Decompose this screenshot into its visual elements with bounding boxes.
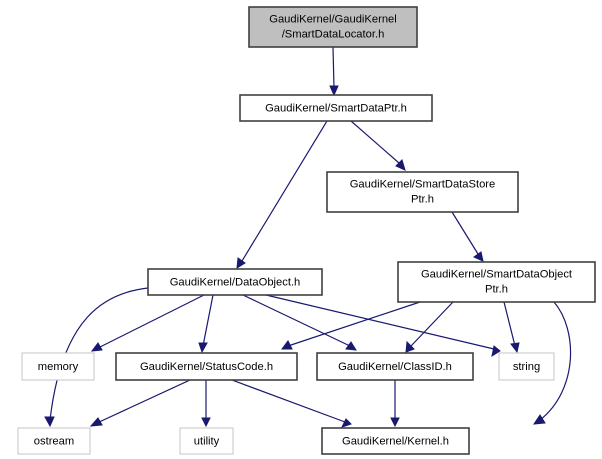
edge-line (410, 301, 454, 347)
edge-line (503, 301, 516, 347)
node-label: GaudiKernel/DataObject.h (170, 276, 301, 288)
node-label: /SmartDataLocator.h (282, 28, 385, 40)
node-box[interactable] (115, 352, 298, 381)
arrowhead-icon (329, 85, 339, 97)
node-statuscode[interactable]: GaudiKernel/StatusCode.h (115, 352, 298, 381)
edge-smartdataobjectptr-to-kernel (533, 301, 572, 425)
node-box[interactable] (321, 427, 470, 455)
node-memory[interactable]: memory (21, 352, 95, 381)
edge-line (242, 294, 351, 347)
arrowhead-icon (491, 345, 501, 358)
edge-line (202, 294, 214, 347)
node-box[interactable] (397, 261, 596, 303)
node-box[interactable] (17, 427, 91, 455)
edge-dataobject-to-string (265, 294, 501, 358)
node-label: GaudiKernel/SmartDataStore (350, 178, 496, 190)
node-box[interactable] (21, 352, 95, 381)
edge-statuscode-to-kernel (231, 379, 352, 428)
edge-smartdataobjectptr-to-statuscode (281, 301, 421, 350)
node-smartdatalocator[interactable]: GaudiKernel/GaudiKernel/SmartDataLocator… (248, 6, 418, 48)
edge-smartdataptr-to-smartdatastoreptr (350, 120, 406, 171)
arrowhead-icon (405, 340, 415, 353)
arrowhead-icon (345, 341, 357, 351)
arrowhead-icon (533, 414, 546, 425)
node-classid[interactable]: GaudiKernel/ClassID.h (316, 352, 474, 381)
edge-statuscode-to-utility (201, 380, 211, 428)
edge-line (539, 301, 572, 421)
edge-line (49, 287, 149, 421)
node-box[interactable] (248, 6, 418, 48)
arrowhead-icon (90, 342, 103, 352)
node-box[interactable] (326, 171, 519, 213)
edge-line (96, 379, 191, 424)
edge-smartdataobjectptr-to-classid (405, 301, 454, 353)
edge-smartdatastoreptr-to-smartdataobjectptr (451, 211, 484, 262)
node-box[interactable] (147, 268, 323, 296)
node-box[interactable] (498, 352, 555, 381)
node-smartdataptr[interactable]: GaudiKernel/SmartDataPtr.h (239, 94, 433, 122)
edge-line (350, 120, 400, 164)
arrowhead-icon (281, 340, 293, 350)
arrowhead-icon (44, 416, 55, 428)
edge-dataobject-to-memory (90, 294, 205, 352)
edge-dataobject-to-ostream (44, 287, 149, 428)
node-label: GaudiKernel/SmartDataObject (421, 268, 573, 280)
edge-line (332, 46, 335, 89)
node-label: GaudiKernel/GaudiKernel (269, 13, 397, 25)
node-dataobject[interactable]: GaudiKernel/DataObject.h (147, 268, 323, 296)
node-ostream[interactable]: ostream (17, 427, 91, 455)
node-label: Ptr.h (485, 283, 508, 295)
node-label: GaudiKernel/Kernel.h (342, 435, 449, 447)
node-box[interactable] (316, 352, 474, 381)
edge-classid-to-kernel (390, 380, 400, 428)
edge-statuscode-to-ostream (89, 379, 191, 427)
edge-dataobject-to-classid (242, 294, 357, 351)
node-kernel[interactable]: GaudiKernel/Kernel.h (321, 427, 470, 455)
arrowhead-icon (236, 257, 246, 269)
arrowhead-icon (89, 417, 103, 427)
edge-dataobject-to-statuscode (198, 294, 214, 354)
edge-smartdatalocator-to-smartdataptr (329, 46, 339, 97)
edges-layer (44, 46, 572, 428)
arrowhead-icon (198, 342, 208, 354)
node-label: GaudiKernel/StatusCode.h (140, 361, 273, 373)
edge-line (97, 294, 205, 349)
edge-line (451, 211, 479, 255)
arrowhead-icon (201, 417, 211, 428)
arrowhead-icon (395, 159, 406, 171)
edge-line (241, 120, 328, 262)
node-utility[interactable]: utility (179, 427, 234, 455)
node-box[interactable] (239, 94, 433, 122)
arrowhead-icon (472, 251, 484, 262)
node-label: GaudiKernel/ClassID.h (338, 361, 452, 373)
edge-line (231, 379, 346, 423)
node-label: Ptr.h (411, 193, 434, 205)
node-label: ostream (34, 435, 74, 447)
node-label: memory (38, 361, 79, 373)
edge-line (265, 294, 495, 350)
edge-smartdataobjectptr-to-string (503, 301, 520, 354)
node-label: GaudiKernel/SmartDataPtr.h (265, 102, 407, 114)
edge-line (287, 301, 421, 347)
arrowhead-icon (390, 417, 400, 428)
node-label: utility (194, 435, 220, 447)
arrowhead-icon (510, 342, 520, 354)
nodes-layer: GaudiKernel/GaudiKernel/SmartDataLocator… (17, 6, 596, 455)
node-string[interactable]: string (498, 352, 555, 381)
node-label: string (513, 361, 540, 373)
node-box[interactable] (179, 427, 234, 455)
edge-smartdataptr-to-dataobject (236, 120, 328, 269)
arrowhead-icon (341, 418, 352, 428)
